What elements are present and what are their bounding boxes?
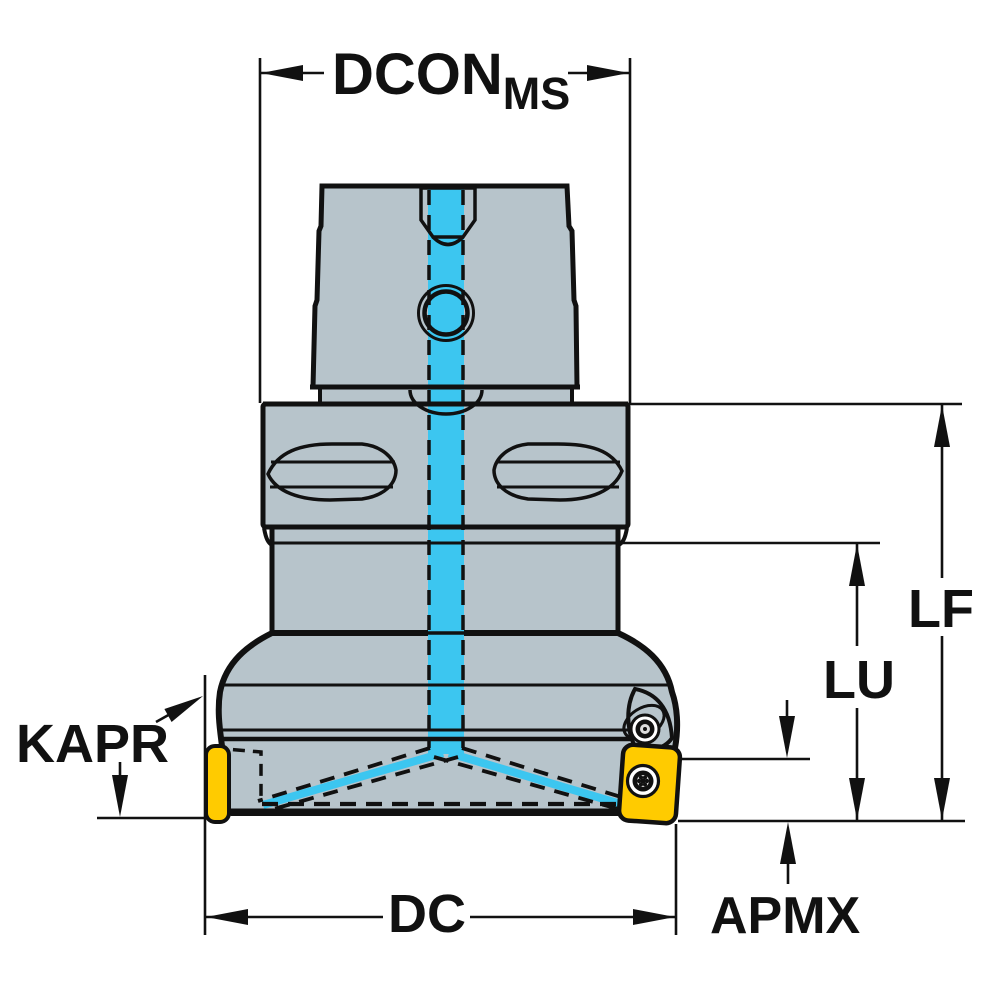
arrow-right-icon [633,909,675,925]
arrow-up-icon [780,822,796,864]
arrow-down-icon [934,778,950,820]
arrow-down-icon [779,716,795,758]
label-apmx: APMX [710,887,861,945]
insert-left [204,744,231,824]
coolant-branch-right [447,749,626,809]
arrow-right-icon [587,65,629,81]
grip-slot-right [492,442,624,502]
arrow-down-icon [112,775,128,817]
arrow-down-icon [849,778,865,820]
label-lf: LF [908,579,974,639]
dim-dconms: DCONMS [258,42,632,403]
inserts [204,742,683,826]
insert-pocket-right [622,686,675,752]
dim-dc: DC [206,824,678,944]
hidden-pocket-left [212,746,263,803]
coolant-branch-left [261,749,445,809]
pocket-screw [629,713,661,745]
dim-apmx: APMX [678,700,861,945]
label-lu: LU [823,650,895,710]
grip-slot-left [266,442,398,502]
arrow-up-icon [934,405,950,447]
coolant-channel [261,188,626,809]
flange-grip-slots [266,442,624,502]
side-hole-outer [417,284,475,342]
arrow-up-icon [849,544,865,586]
label-dc: DC [388,884,466,944]
arrow-left-icon [261,65,303,81]
coolant-port-arc [408,389,484,416]
side-hole-inner [422,289,470,337]
hidden-lines [212,190,635,812]
dim-lf: LF [628,402,974,823]
insert-screw [625,763,661,799]
label-kapr: KAPR [16,714,169,774]
coolant-bore [428,188,464,754]
shank-details [417,186,477,342]
body-edges [219,183,671,816]
arrow-left-icon [206,909,248,925]
dim-lu: LU [618,541,895,820]
dim-kapr: KAPR [16,675,207,935]
arrow-angle-icon [164,696,203,722]
label-dconms: DCONMS [332,42,570,119]
